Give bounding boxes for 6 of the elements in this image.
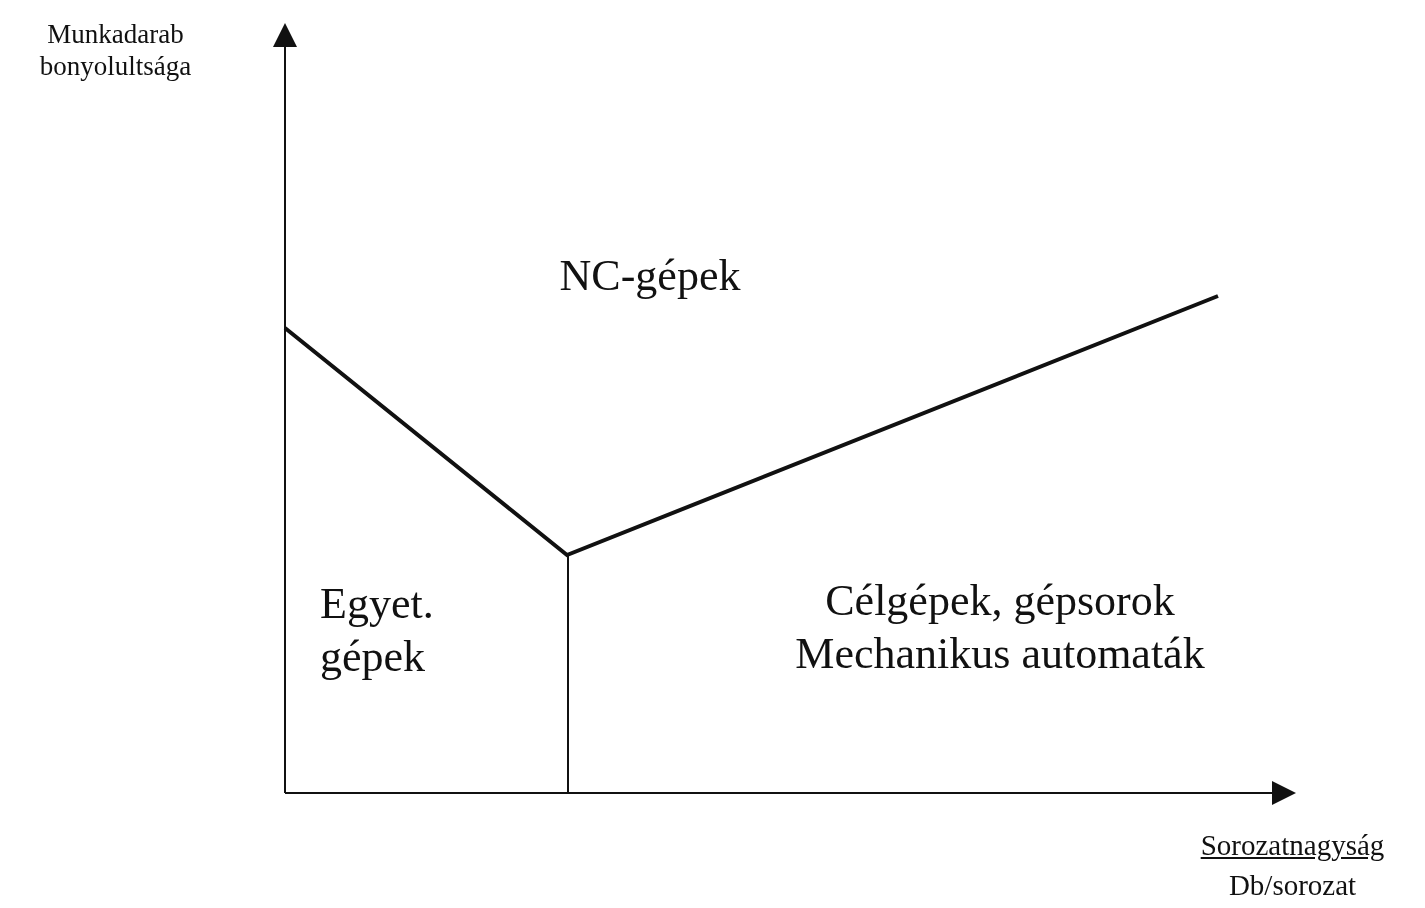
axis-title: Munkadarab bonyolultsága xyxy=(38,18,193,83)
region-label: NC-gépek xyxy=(558,250,742,302)
region-label: Egyet. gépek xyxy=(320,578,435,683)
axis-title: Sorozatnagyság xyxy=(1199,828,1386,863)
region-label: Célgépek, gépsorok Mechanikus automaták xyxy=(794,575,1206,680)
axis-unit: Db/sorozat xyxy=(1227,868,1358,903)
